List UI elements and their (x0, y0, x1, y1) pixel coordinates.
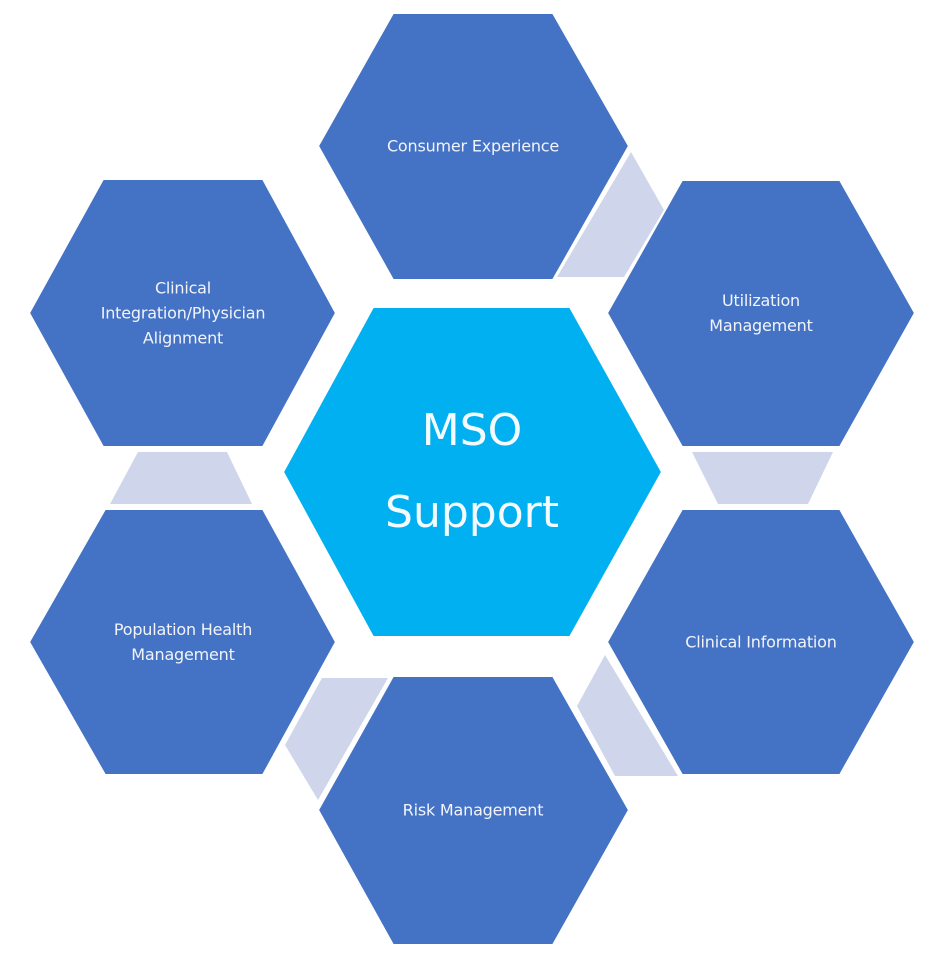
hexagon-risk-management[interactable] (316, 675, 631, 946)
hexagon-mso-support-center[interactable] (281, 306, 664, 638)
connector-clinical-information-to-risk (577, 655, 678, 776)
hexagon-clinical-information[interactable] (605, 508, 917, 776)
connector-population-health-to-clinical-integration (110, 452, 252, 504)
connector-consumer-to-utilization (557, 152, 664, 277)
hexagon-clinical-integration-physician-alignment[interactable] (27, 178, 338, 448)
connector-risk-to-population-health (285, 678, 388, 800)
hexagon-population-health-management[interactable] (27, 508, 338, 776)
hexagon-consumer-experience[interactable] (316, 12, 631, 281)
hexagon-utilization-management[interactable] (605, 179, 917, 448)
connector-utilization-to-clinical-information (692, 452, 833, 504)
